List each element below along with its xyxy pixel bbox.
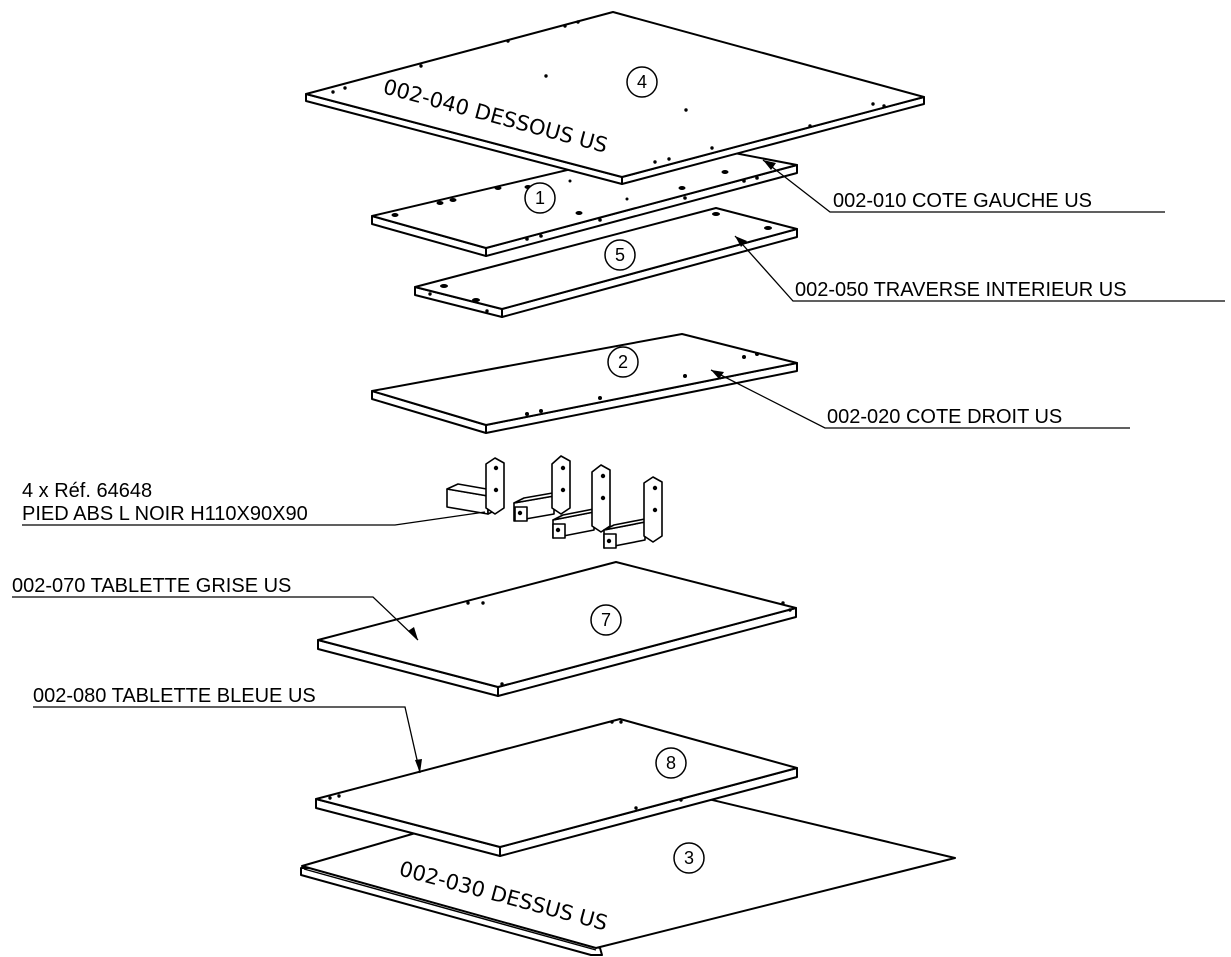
balloon-4-number: 4	[637, 72, 647, 92]
balloon-2: 2	[607, 346, 639, 378]
balloon-3: 3	[673, 842, 705, 874]
balloon-1-number: 1	[535, 188, 545, 208]
callout-pied-description: PIED ABS L NOIR H110X90X90	[22, 503, 308, 525]
part-4-dessous-panel: 002-040 DESSOUS US	[305, 11, 925, 185]
pied-foot-3	[552, 464, 611, 539]
pied-foot-4	[603, 476, 663, 549]
callout-tablette-grise: 002-070 TABLETTE GRISE US	[12, 575, 291, 597]
part-2-cote-droit	[371, 333, 798, 434]
callout-traverse-interieur: 002-050 TRAVERSE INTERIEUR US	[795, 279, 1127, 301]
balloon-5-number: 5	[615, 245, 625, 265]
balloon-8-number: 8	[666, 753, 676, 773]
balloon-4: 4	[626, 66, 658, 98]
callout-cote-droit: 002-020 COTE DROIT US	[827, 406, 1062, 428]
balloon-7: 7	[590, 604, 622, 636]
balloon-8: 8	[655, 747, 687, 779]
part-7-tablette-grise	[317, 561, 797, 697]
leader-lines	[12, 159, 1225, 774]
pied-foot-1	[446, 457, 505, 515]
balloon-2-number: 2	[618, 352, 628, 372]
pied-foot-2	[513, 455, 571, 522]
balloon-5: 5	[604, 239, 636, 271]
balloon-7-number: 7	[601, 610, 611, 630]
balloon-3-number: 3	[684, 848, 694, 868]
callout-tablette-bleue: 002-080 TABLETTE BLEUE US	[33, 685, 316, 707]
part-1-cote-gauche	[371, 142, 798, 257]
callout-pied-quantity: 4 x Réf. 64648	[22, 480, 152, 502]
callout-cote-gauche: 002-010 COTE GAUCHE US	[833, 190, 1092, 212]
balloon-1: 1	[524, 182, 556, 214]
